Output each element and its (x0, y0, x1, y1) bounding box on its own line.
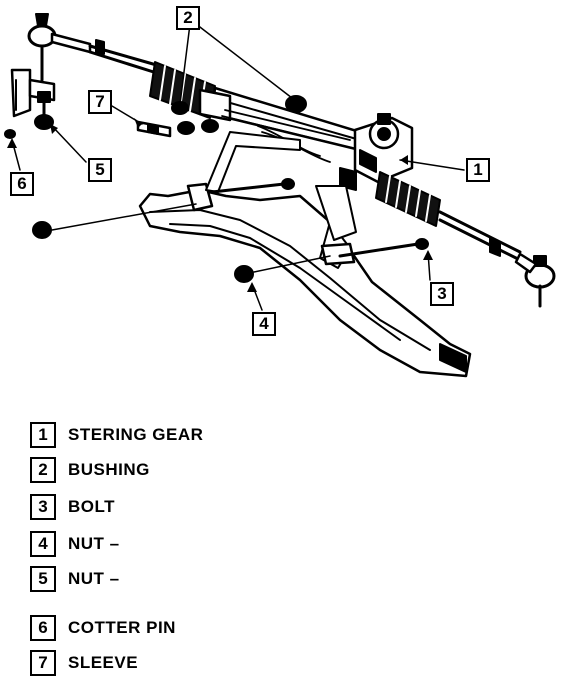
legend-item-1: 1 STERING GEAR (30, 421, 203, 449)
lower-nut (234, 255, 331, 283)
rack-housing (177, 86, 362, 152)
callout-5: 5 (88, 158, 112, 182)
legend-number: 4 (30, 531, 56, 557)
left-tie-rod-end (27, 13, 92, 82)
legend-number: 5 (30, 566, 56, 592)
legend-label: COTTER PIN (68, 618, 176, 637)
left-tie-rod (88, 39, 162, 76)
steering-gear-exploded-diagram (4, 13, 556, 378)
legend-number: 1 (30, 422, 56, 448)
leader-lines (11, 23, 465, 311)
callout-6: 6 (10, 172, 34, 196)
lower-bolt (338, 238, 429, 258)
legend-item-6: 6 COTTER PIN (30, 614, 176, 642)
legend-item-3: 3 BOLT (30, 493, 115, 521)
legend-item-5: 5 NUT – (30, 565, 120, 593)
right-boot (375, 171, 441, 227)
legend-item-4: 4 NUT – (30, 530, 120, 558)
legend-number: 3 (30, 494, 56, 520)
legend-number: 7 (30, 650, 56, 676)
callout-1: 1 (466, 158, 490, 182)
callout-4: 4 (252, 312, 276, 336)
legend-label: BUSHING (68, 460, 150, 479)
legend-label: NUT – (68, 534, 120, 553)
legend-number: 2 (30, 457, 56, 483)
right-tie-rod-end (514, 252, 556, 308)
legend-label: SLEEVE (68, 653, 139, 672)
legend-label: NUT – (68, 569, 120, 588)
legend-label: BOLT (68, 497, 116, 516)
arrowheads (7, 96, 433, 292)
legend-label: STERING GEAR (68, 425, 204, 444)
pinion-valve-housing (339, 113, 414, 191)
callout-3: 3 (430, 282, 454, 306)
legend-item-2: 2 BUSHING (30, 456, 150, 484)
callout-2: 2 (176, 6, 200, 30)
right-tie-rod (438, 210, 522, 262)
upper-nut (32, 203, 197, 239)
legend-item-7: 7 SLEEVE (30, 649, 138, 677)
left-knuckle-bracket (4, 68, 56, 139)
mounting-clamp (205, 131, 357, 241)
bushing-front (285, 95, 307, 113)
upper-bolt (210, 178, 295, 194)
callout-7: 7 (88, 90, 112, 114)
legend-number: 6 (30, 615, 56, 641)
sleeve (136, 120, 172, 138)
